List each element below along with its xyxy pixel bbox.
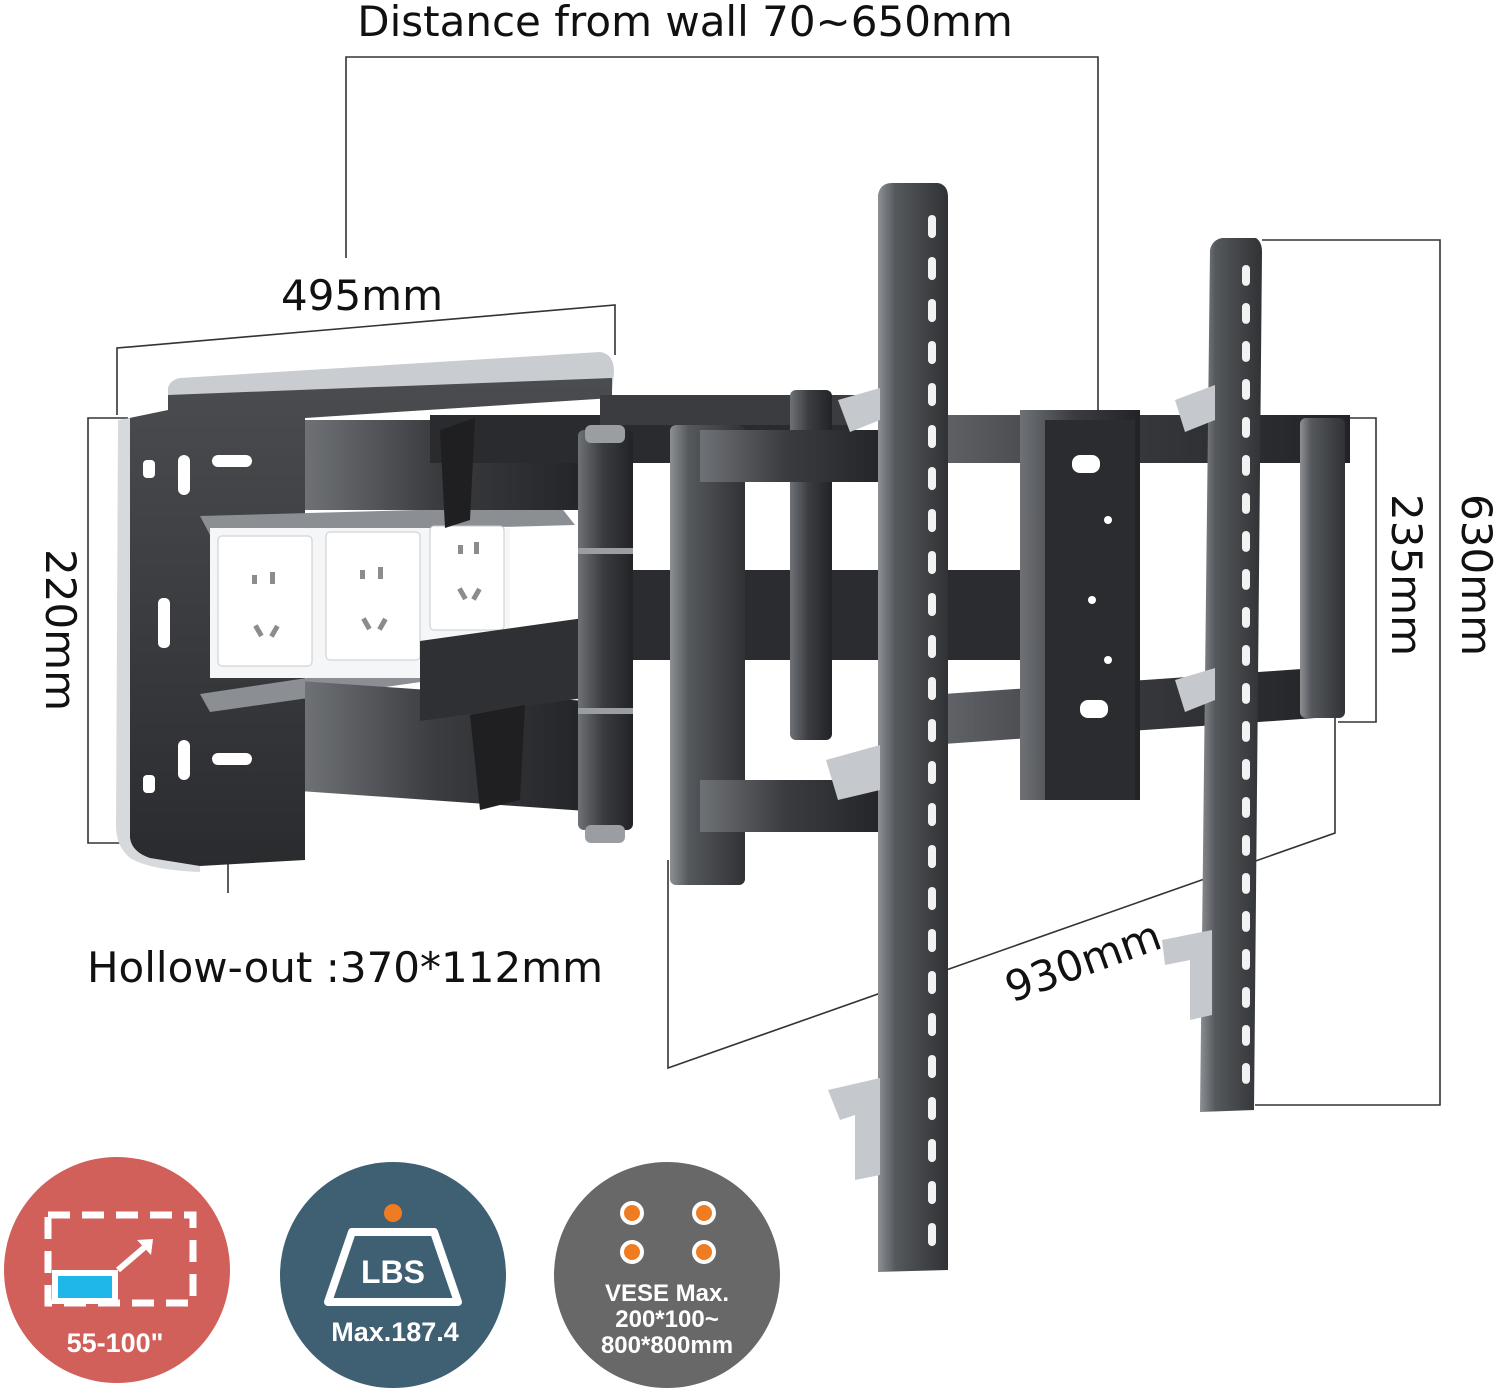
rail-slot [1242,911,1250,932]
total-width-line [667,700,1336,1070]
rail-slot [928,1097,936,1121]
rail-slot [928,509,936,533]
rail-slot [928,1013,936,1037]
plate-height-line [87,417,138,844]
rail-slot [928,593,936,617]
total-width-label: 930mm [999,911,1168,1012]
rail-slot [928,761,936,785]
weight-unit-label: LBS [361,1254,425,1290]
distance-from-wall-label: Distance from wall 70~650mm [357,0,1013,46]
rail-slot [928,257,936,281]
dimension-labels: Distance from wall 70~650mm 495mm 220mm … [36,0,1500,1012]
rail-slot [1242,1063,1250,1084]
vesa-badge: VESE Max. 200*100~ 800*800mm [554,1162,780,1388]
rail-slot [1242,531,1250,552]
rail-slot [928,341,936,365]
rail-slot [1242,873,1250,894]
wall-plate-height-label: 220mm [36,549,85,711]
rail-slot [928,551,936,575]
rail-slot [928,677,936,701]
vesa-holes-icon [620,1201,716,1264]
weight-icon [324,1204,462,1306]
rail-slot [928,383,936,407]
rail-length-line [1255,239,1441,1106]
dimension-lines [87,56,1441,1106]
hollow-out-label: Hollow-out :370*112mm [87,943,603,992]
rail-slot [1242,759,1250,780]
rail-slot [1242,493,1250,514]
rail-slot [1242,379,1250,400]
rail-slot [1242,607,1250,628]
frame-height-label: 235mm [1382,494,1431,656]
rail-slot [1242,683,1250,704]
rail-slot [1242,645,1250,666]
spec-badges: 55-100" LBS Max.187.4 VESE Max. 200*100~… [4,1157,780,1388]
rail-slot [1242,569,1250,590]
rail-slot [1242,341,1250,362]
rail-slot [928,803,936,827]
vesa-min-size: 200*100~ [615,1306,718,1333]
rail-slot [1242,987,1250,1008]
frame-height-line [1330,417,1377,723]
vesa-title: VESE Max. [605,1280,729,1307]
wall-plate-width-label: 495mm [281,271,443,320]
rail-slot [1242,835,1250,856]
rail-slot [1242,303,1250,324]
rail-slot [928,1223,936,1247]
rail-slot [928,299,936,323]
rail-slot [1242,797,1250,818]
weight-badge: LBS Max.187.4 [280,1162,506,1388]
rail-slot [928,887,936,911]
power-outlets [210,525,510,678]
rail-slot [1242,455,1250,476]
rail-slot [928,1181,936,1205]
rail-slot [1242,417,1250,438]
rail-slot [928,467,936,491]
rail-slot [928,1139,936,1163]
rail-slot [1242,949,1250,970]
rail-slot [928,719,936,743]
tv-frame [670,410,1350,885]
rail-slot [928,929,936,953]
rail-slot [1242,721,1250,742]
screen-size-label: 55-100" [67,1328,164,1358]
rail-slot [928,215,936,239]
vertical-rails [826,183,1262,1272]
plate-width-line [116,304,616,415]
rail-slot [1242,1025,1250,1046]
rail-length-label: 630mm [1452,494,1500,656]
rail-slot [928,635,936,659]
rail-slot [928,425,936,449]
rail-slot [928,1055,936,1079]
vesa-max-size: 800*800mm [601,1332,733,1359]
distance-from-wall-line [345,56,1099,410]
screen-size-icon [44,1211,197,1307]
screen-size-badge: 55-100" [4,1157,230,1383]
weight-max-label: Max.187.4 [331,1317,459,1347]
rail-slot [928,971,936,995]
rail-slot [928,845,936,869]
rail-slot [1242,265,1250,286]
